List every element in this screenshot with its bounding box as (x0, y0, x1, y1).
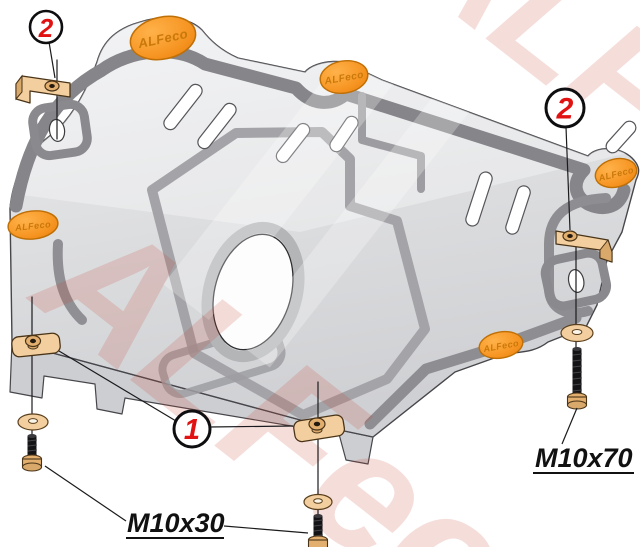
callout-2-right: 2 (544, 87, 586, 129)
leader-lines (44, 41, 578, 534)
clamp-bracket-top-left (15, 74, 71, 104)
washer-left (17, 413, 49, 431)
hardware (11, 59, 613, 547)
label-m10x70: M10x70 (533, 443, 634, 474)
clamp-bracket-right (555, 230, 613, 263)
brand-badge: ALFeco (594, 157, 638, 189)
slot-cutouts (163, 83, 637, 235)
plate-front-lip (9, 341, 374, 465)
brand-badge: ALFeco (7, 210, 59, 240)
brand-badge: ALFeco (319, 60, 369, 94)
brand-badge-text: ALFeco (14, 219, 52, 233)
washer-right (560, 323, 594, 343)
mount-recess-right (540, 248, 612, 311)
groove-right-s (543, 193, 611, 318)
brand-badge: ALFeco (129, 15, 197, 61)
nut-plate-middle (293, 414, 346, 443)
bolt-m10x30-left (21, 434, 43, 472)
label-m10x30-text: M10x30 (127, 508, 225, 538)
groove-bottom-right (364, 312, 582, 430)
brand-badges: ALFeco ALFeco ALFeco ALFeco ALFeco (7, 15, 638, 360)
label-m10x70-text: M10x70 (535, 443, 633, 473)
label-m10x30: M10x30 (126, 508, 225, 539)
callout-1-bottom: 1 (172, 409, 212, 449)
callout-number: 2 (556, 93, 574, 126)
bolt-m10x70-right (566, 347, 588, 410)
callout-2-top-left: 2 (28, 9, 64, 45)
brand-badge: ALFeco (478, 330, 524, 360)
bolt-m10x30-middle (307, 514, 329, 547)
washer-middle (303, 493, 333, 511)
callout-number: 1 (184, 414, 200, 446)
groove-left (52, 239, 87, 325)
oval-cutout (201, 221, 305, 363)
nut-plate-left (11, 332, 61, 358)
callout-number: 2 (38, 13, 54, 43)
groove-step (358, 92, 425, 193)
